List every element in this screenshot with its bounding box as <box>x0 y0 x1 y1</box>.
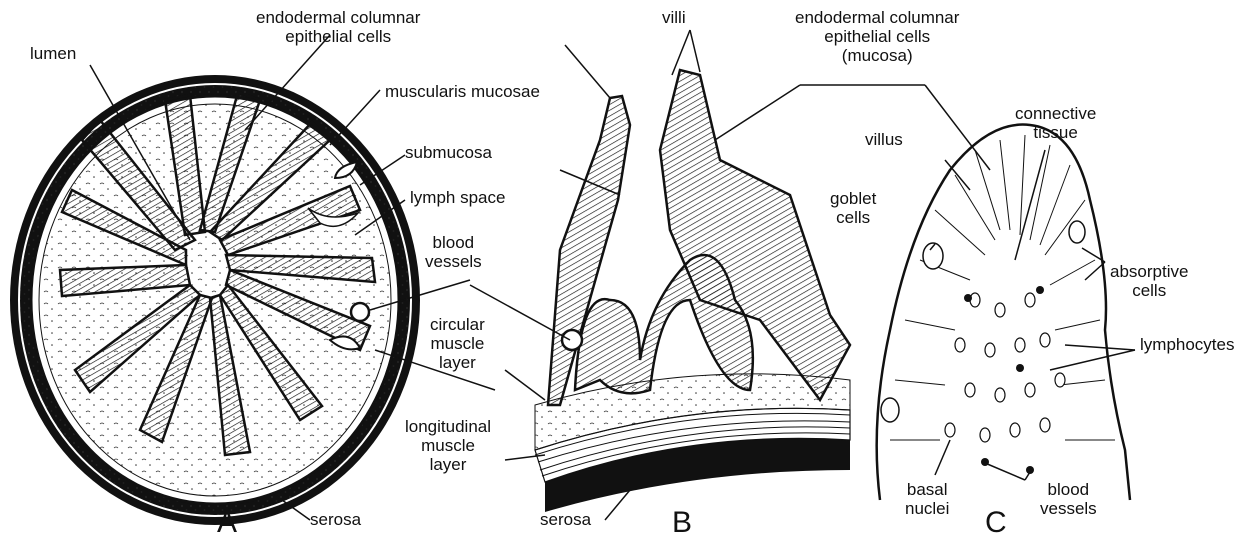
label-line: goblet <box>830 189 876 208</box>
label-line: vessels <box>1040 499 1097 518</box>
label-endodermal-columnar-epithelial-a: endodermal columnar epithelial cells <box>256 8 420 46</box>
label-muscularis-mucosae: muscularis mucosae <box>385 82 540 101</box>
label-serosa-a: serosa <box>310 510 361 529</box>
label-villus: villus <box>865 130 903 149</box>
label-line: nuclei <box>905 499 949 518</box>
label-longitudinal-muscle-layer: longitudinal muscle layer <box>405 417 491 474</box>
label-line: tissue <box>1015 123 1096 142</box>
label-line: vessels <box>425 252 482 271</box>
label-line: layer <box>405 455 491 474</box>
blood-vessel-a <box>351 303 369 321</box>
panel-a-cross-section <box>10 75 420 525</box>
label-submucosa: submucosa <box>405 143 492 162</box>
label-endodermal-columnar-epithelial-c: endodermal columnar epithelial cells (mu… <box>795 8 959 65</box>
label-line: muscle <box>405 436 491 455</box>
panel-letter-a: A <box>217 508 237 538</box>
blood-vessel-b <box>562 330 582 350</box>
label-circular-muscle-layer: circular muscle layer <box>430 315 485 372</box>
label-line: basal <box>905 480 949 499</box>
label-line: longitudinal <box>405 417 491 436</box>
label-villi: villi <box>662 8 686 27</box>
label-line: blood <box>1040 480 1097 499</box>
label-line: circular <box>430 315 485 334</box>
panel-letter-b: B <box>672 508 692 538</box>
label-line: epithelial cells <box>256 27 420 46</box>
label-goblet-cells: goblet cells <box>830 189 876 227</box>
label-line: cells <box>830 208 876 227</box>
label-blood-vessels-c: blood vessels <box>1040 480 1097 518</box>
label-lymphocytes: lymphocytes <box>1140 335 1234 354</box>
label-basal-nuclei: basal nuclei <box>905 480 949 518</box>
panel-c-villus <box>877 125 1130 500</box>
panel-letter-c: C <box>985 508 1007 538</box>
label-line: endodermal columnar <box>795 8 959 27</box>
panel-b-wall-section <box>535 70 850 512</box>
label-line: muscle <box>430 334 485 353</box>
label-line: (mucosa) <box>795 46 959 65</box>
label-serosa-b: serosa <box>540 510 591 529</box>
label-lymph-space: lymph space <box>410 188 505 207</box>
label-line: cells <box>1110 281 1188 300</box>
label-connective-tissue: connective tissue <box>1015 104 1096 142</box>
label-line: connective <box>1015 104 1096 123</box>
label-line: layer <box>430 353 485 372</box>
label-line: endodermal columnar <box>256 8 420 27</box>
label-lumen: lumen <box>30 44 76 63</box>
label-line: absorptive <box>1110 262 1188 281</box>
label-line: epithelial cells <box>795 27 959 46</box>
label-absorptive-cells: absorptive cells <box>1110 262 1188 300</box>
label-blood-vessels-a: blood vessels <box>425 233 482 271</box>
label-line: blood <box>425 233 482 252</box>
